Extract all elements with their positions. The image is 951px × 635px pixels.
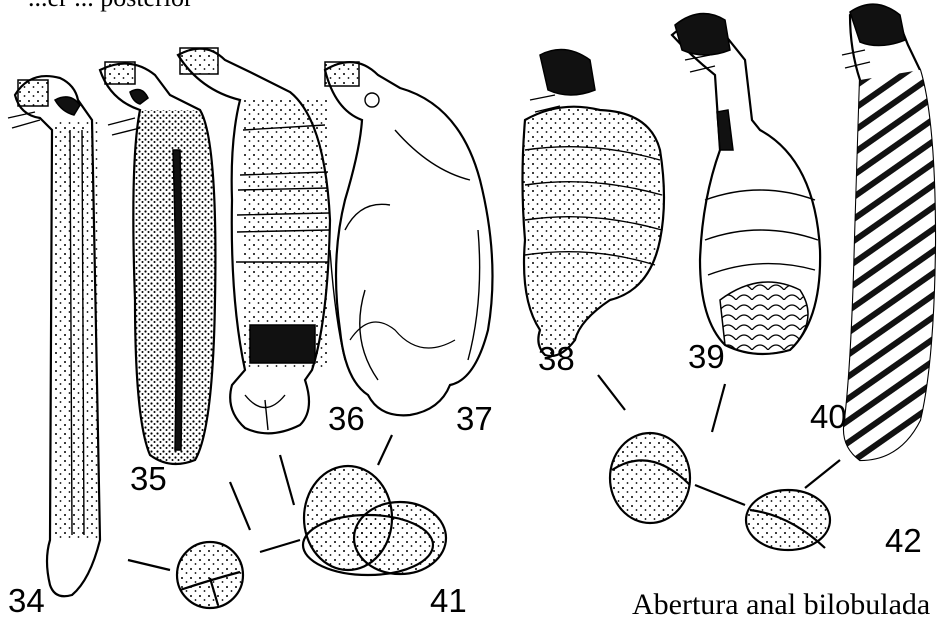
- label-34: 34: [8, 582, 45, 619]
- label-37: 37: [456, 400, 493, 437]
- label-35: 35: [130, 460, 167, 497]
- anal-opening-38-39: [610, 433, 690, 523]
- larva-37: [325, 62, 493, 415]
- larva-39: [672, 14, 820, 354]
- label-39: 39: [688, 338, 725, 375]
- header-fragment: ...er ... posterior: [28, 0, 193, 12]
- anal-opening-35-41: [177, 542, 243, 608]
- larva-38: [523, 50, 665, 356]
- caption: Abertura anal bilobulada: [632, 588, 930, 621]
- label-40: 40: [810, 398, 847, 435]
- larva-40: [842, 4, 935, 460]
- anal-opening-40-42: [746, 490, 830, 550]
- label-38: 38: [538, 340, 575, 377]
- label-41: 41: [430, 582, 467, 619]
- larva-34: [8, 76, 100, 596]
- larva-35: [100, 62, 215, 464]
- label-36: 36: [328, 400, 365, 437]
- label-42: 42: [885, 522, 922, 559]
- anal-opening-36-37-41: [303, 466, 446, 575]
